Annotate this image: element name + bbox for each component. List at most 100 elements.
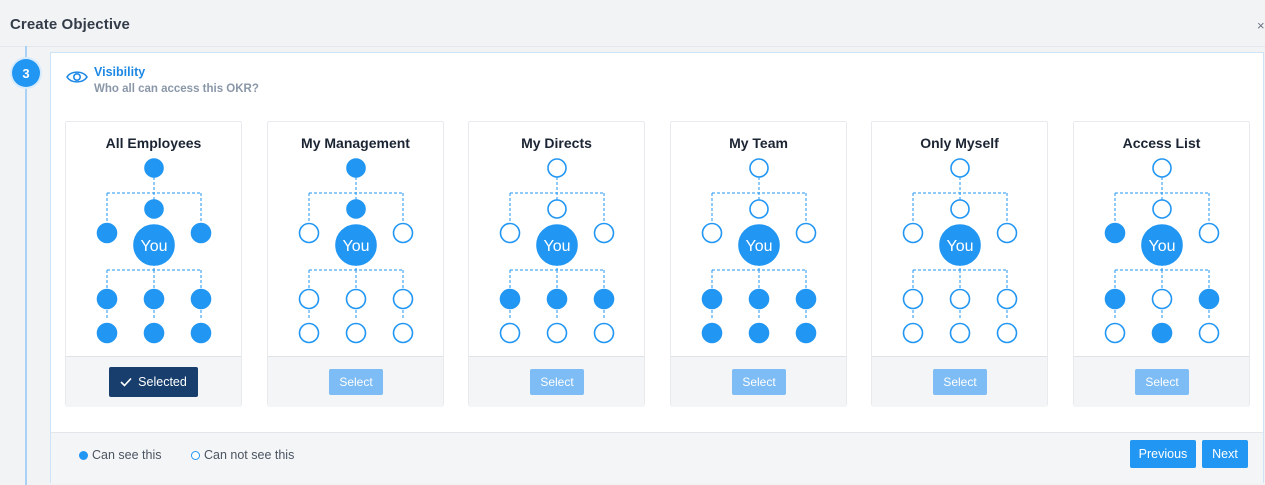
indirect-report-node <box>190 322 212 344</box>
peer-node <box>593 222 615 244</box>
previous-button[interactable]: Previous <box>1130 440 1196 468</box>
indirect-report-node <box>345 322 367 344</box>
manager-node <box>950 158 970 178</box>
card-footer: Select <box>469 356 644 407</box>
peer-node <box>392 222 414 244</box>
checkmark-icon <box>120 377 132 387</box>
card-footer: Select <box>872 356 1047 407</box>
parent-node <box>346 199 366 219</box>
indirect-report-node <box>1151 322 1173 344</box>
you-label: You <box>343 238 370 255</box>
you-node <box>939 224 981 266</box>
direct-report-node <box>996 288 1018 310</box>
peer-node <box>795 222 817 244</box>
indirect-report-node <box>701 322 723 344</box>
peer-node <box>190 222 212 244</box>
card-title: All Employees <box>105 135 202 151</box>
step-number-badge: 3 <box>12 59 40 87</box>
peer-node <box>902 222 924 244</box>
peer-node <box>298 222 320 244</box>
section-subtitle: Who all can access this OKR? <box>94 83 259 95</box>
direct-report-node <box>1198 288 1220 310</box>
card-title: My Team <box>729 135 788 151</box>
you-label: You <box>746 238 773 255</box>
direct-report-node <box>902 288 924 310</box>
peer-node <box>701 222 723 244</box>
modal-title: Create Objective <box>10 16 130 33</box>
you-label: You <box>947 238 974 255</box>
indirect-report-node <box>795 322 817 344</box>
legend-cannot-see: Can not see this <box>191 448 294 462</box>
direct-report-node <box>499 288 521 310</box>
direct-report-node <box>593 288 615 310</box>
direct-report-node <box>392 288 414 310</box>
select-button[interactable]: Select <box>329 369 383 395</box>
parent-node <box>950 199 970 219</box>
parent-node <box>1152 199 1172 219</box>
selected-button[interactable]: Selected <box>109 367 198 397</box>
direct-report-node <box>1151 288 1173 310</box>
you-node <box>738 224 780 266</box>
peer-node <box>499 222 521 244</box>
manager-node <box>547 158 567 178</box>
you-node <box>1141 224 1183 266</box>
next-button[interactable]: Next <box>1202 440 1248 468</box>
indirect-report-node <box>499 322 521 344</box>
indirect-report-node <box>143 322 165 344</box>
card-title: My Directs <box>521 135 592 151</box>
card-title: My Management <box>301 135 410 151</box>
close-icon[interactable]: × <box>1257 18 1265 33</box>
select-button[interactable]: Select <box>933 369 987 395</box>
indirect-report-node <box>593 322 615 344</box>
you-node <box>536 224 578 266</box>
indirect-report-node <box>1198 322 1220 344</box>
org-chart-diagram: You <box>1104 158 1220 344</box>
manager-node <box>346 158 366 178</box>
card-footer: Select <box>1074 356 1249 407</box>
org-chart-diagram: You <box>298 158 414 344</box>
filled-dot-icon <box>79 450 88 460</box>
org-chart-diagram: You <box>96 158 212 344</box>
peer-node <box>1104 222 1126 244</box>
step-panel <box>50 52 1264 483</box>
indirect-report-node <box>996 322 1018 344</box>
card-title: Only Myself <box>920 135 999 151</box>
parent-node <box>749 199 769 219</box>
direct-report-node <box>701 288 723 310</box>
you-label: You <box>141 238 168 255</box>
legend-cannot-see-label: Can not see this <box>204 448 295 462</box>
manager-node <box>1152 158 1172 178</box>
indirect-report-node <box>392 322 414 344</box>
modal-footer <box>51 432 1263 483</box>
legend-can-see: Can see this <box>79 448 161 462</box>
select-button[interactable]: Select <box>530 369 584 395</box>
indirect-report-node <box>949 322 971 344</box>
indirect-report-node <box>546 322 568 344</box>
modal-header: Create Objective × <box>0 0 1265 47</box>
direct-report-node <box>949 288 971 310</box>
indirect-report-node <box>902 322 924 344</box>
step-rail <box>25 46 27 485</box>
org-chart-diagram: You <box>701 158 817 344</box>
indirect-report-node <box>96 322 118 344</box>
you-node <box>133 224 175 266</box>
you-node <box>335 224 377 266</box>
direct-report-node <box>96 288 118 310</box>
select-button[interactable]: Select <box>1135 369 1189 395</box>
section-title: Visibility <box>94 65 146 79</box>
org-chart-diagram: You <box>902 158 1018 344</box>
direct-report-node <box>1104 288 1126 310</box>
direct-report-node <box>546 288 568 310</box>
select-button[interactable]: Select <box>732 369 786 395</box>
manager-node <box>144 158 164 178</box>
you-label: You <box>544 238 571 255</box>
direct-report-node <box>190 288 212 310</box>
peer-node <box>96 222 118 244</box>
org-chart-diagram: You <box>499 158 615 344</box>
